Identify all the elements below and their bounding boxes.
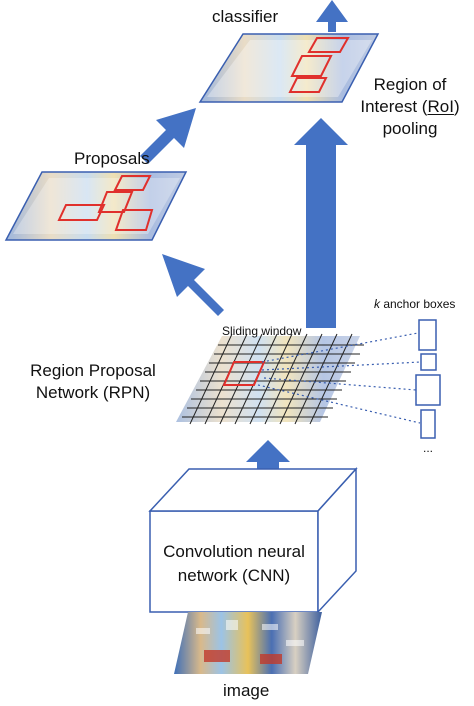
rpn-line-2: Network (RPN) — [35, 383, 151, 402]
sliding-window-label: Sliding window — [222, 324, 302, 338]
anchor-boxes — [415, 319, 441, 439]
rpn-feature-map — [176, 333, 364, 425]
rpn-line-1: Region Proposal — [30, 361, 156, 380]
arrow-proposals-to-roi — [140, 108, 196, 164]
classifier-label: classifier — [212, 7, 279, 26]
rpn-label: Region Proposal Network (RPN) — [0, 360, 186, 404]
anchor-box-narrow — [420, 409, 436, 439]
anchor-connectors — [257, 332, 422, 424]
input-image — [174, 612, 322, 674]
roi-line-2: Interest (RoI) — [360, 97, 460, 116]
cnn-line-1: Convolution neural — [163, 542, 305, 561]
roi-line-3: pooling — [382, 119, 438, 138]
roi-pooling-label: Region of Interest (RoI) pooling — [350, 74, 470, 140]
cnn-label: Convolution neural network (CNN) — [150, 540, 318, 588]
anchor-boxes-label: k anchor boxes — [374, 297, 456, 311]
roi-red-boxes — [288, 37, 350, 93]
proposal-red-boxes — [57, 175, 154, 231]
cnn-box — [148, 467, 358, 614]
anchor-box-tall — [418, 319, 437, 351]
anchor-ellipsis: ... — [423, 441, 434, 455]
anchor-box-small — [420, 353, 437, 371]
proposals-label: Proposals — [74, 149, 150, 168]
arrow-rpn-to-proposals — [162, 254, 224, 316]
image-label: image — [223, 681, 270, 700]
roi-line-1: Region of — [373, 75, 447, 94]
arrow-rpn-to-roi — [294, 118, 348, 328]
arrow-to-classifier — [316, 0, 348, 32]
cnn-line-2: network (CNN) — [177, 566, 291, 585]
sliding-window-box — [222, 361, 266, 386]
anchor-box-wide — [415, 374, 441, 406]
